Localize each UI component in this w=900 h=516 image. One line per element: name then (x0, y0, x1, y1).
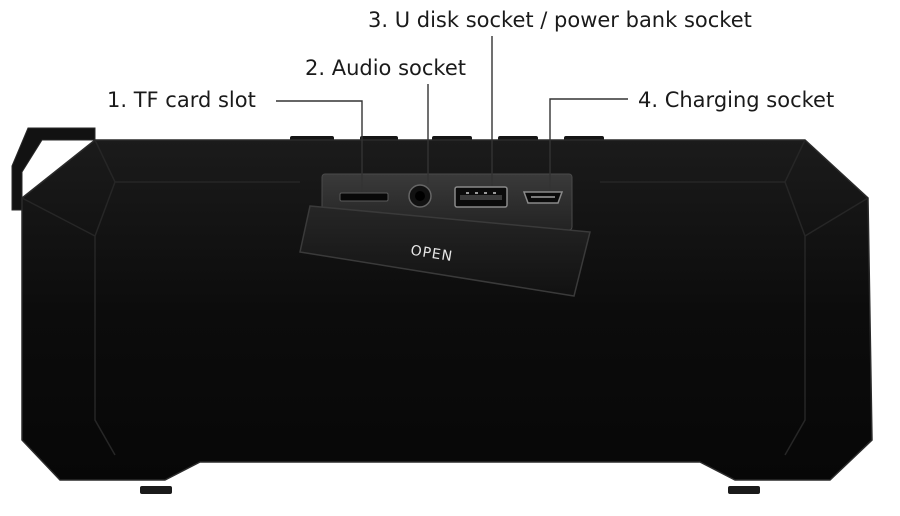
label-tf-card-slot: 1. TF card slot (107, 88, 256, 112)
port-cover-flap: OPEN (299, 205, 591, 297)
body-facets (21, 139, 869, 456)
leader-lines (276, 36, 628, 192)
label-u-disk-socket: 3. U disk socket / power bank socket (368, 8, 752, 32)
label-charging-socket: 4. Charging socket (638, 88, 834, 112)
micro-usb-socket (522, 191, 564, 204)
strap-loop (11, 127, 96, 211)
bottom-feet (140, 486, 760, 494)
leader-tf-card-slot (276, 100, 363, 192)
audio-socket (408, 184, 432, 208)
label-audio-socket: 2. Audio socket (305, 56, 466, 80)
flap-open-label: OPEN (409, 243, 454, 265)
leader-charging-socket (549, 98, 628, 191)
tf-card-slot (339, 192, 389, 202)
usb-socket (454, 186, 508, 208)
